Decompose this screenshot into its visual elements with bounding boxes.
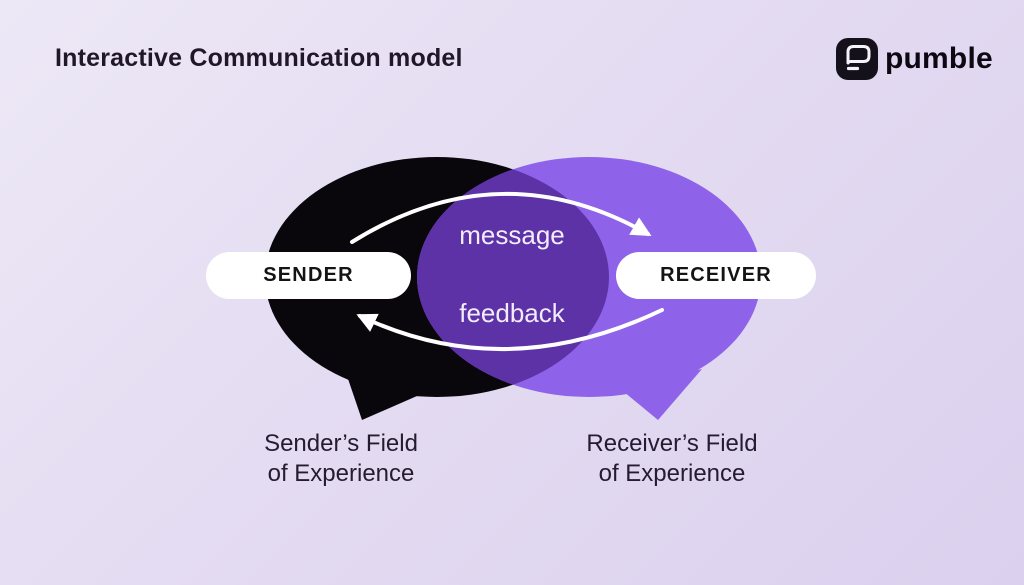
- feedback-arrow: [356, 308, 664, 351]
- receiver-bubble-tail: [618, 369, 702, 420]
- page-title: Interactive Communication model: [55, 44, 463, 72]
- sender-field-line2: of Experience: [267, 460, 415, 487]
- sender-pill: SENDER: [206, 252, 411, 299]
- speech-bubble-icon: [836, 38, 878, 80]
- pumble-logo: pumble: [836, 38, 993, 80]
- sender-field-line1: Sender’s Field: [264, 430, 418, 457]
- receiver-field-line1: Receiver’s Field: [586, 430, 758, 457]
- message-arrow: [350, 191, 652, 244]
- receiver-field-label: Receiver’s Field of Experience: [552, 429, 792, 489]
- receiver-pill: RECEIVER: [616, 252, 816, 299]
- receiver-field-line2: of Experience: [598, 460, 746, 487]
- pumble-logo-text: pumble: [885, 42, 993, 75]
- message-label: message: [459, 220, 565, 250]
- sender-pill-label: SENDER: [263, 264, 354, 286]
- receiver-pill-label: RECEIVER: [660, 264, 772, 286]
- feedback-label: feedback: [459, 298, 565, 328]
- fields-overlap-region: [417, 157, 609, 397]
- sender-field-label: Sender’s Field of Experience: [221, 429, 461, 489]
